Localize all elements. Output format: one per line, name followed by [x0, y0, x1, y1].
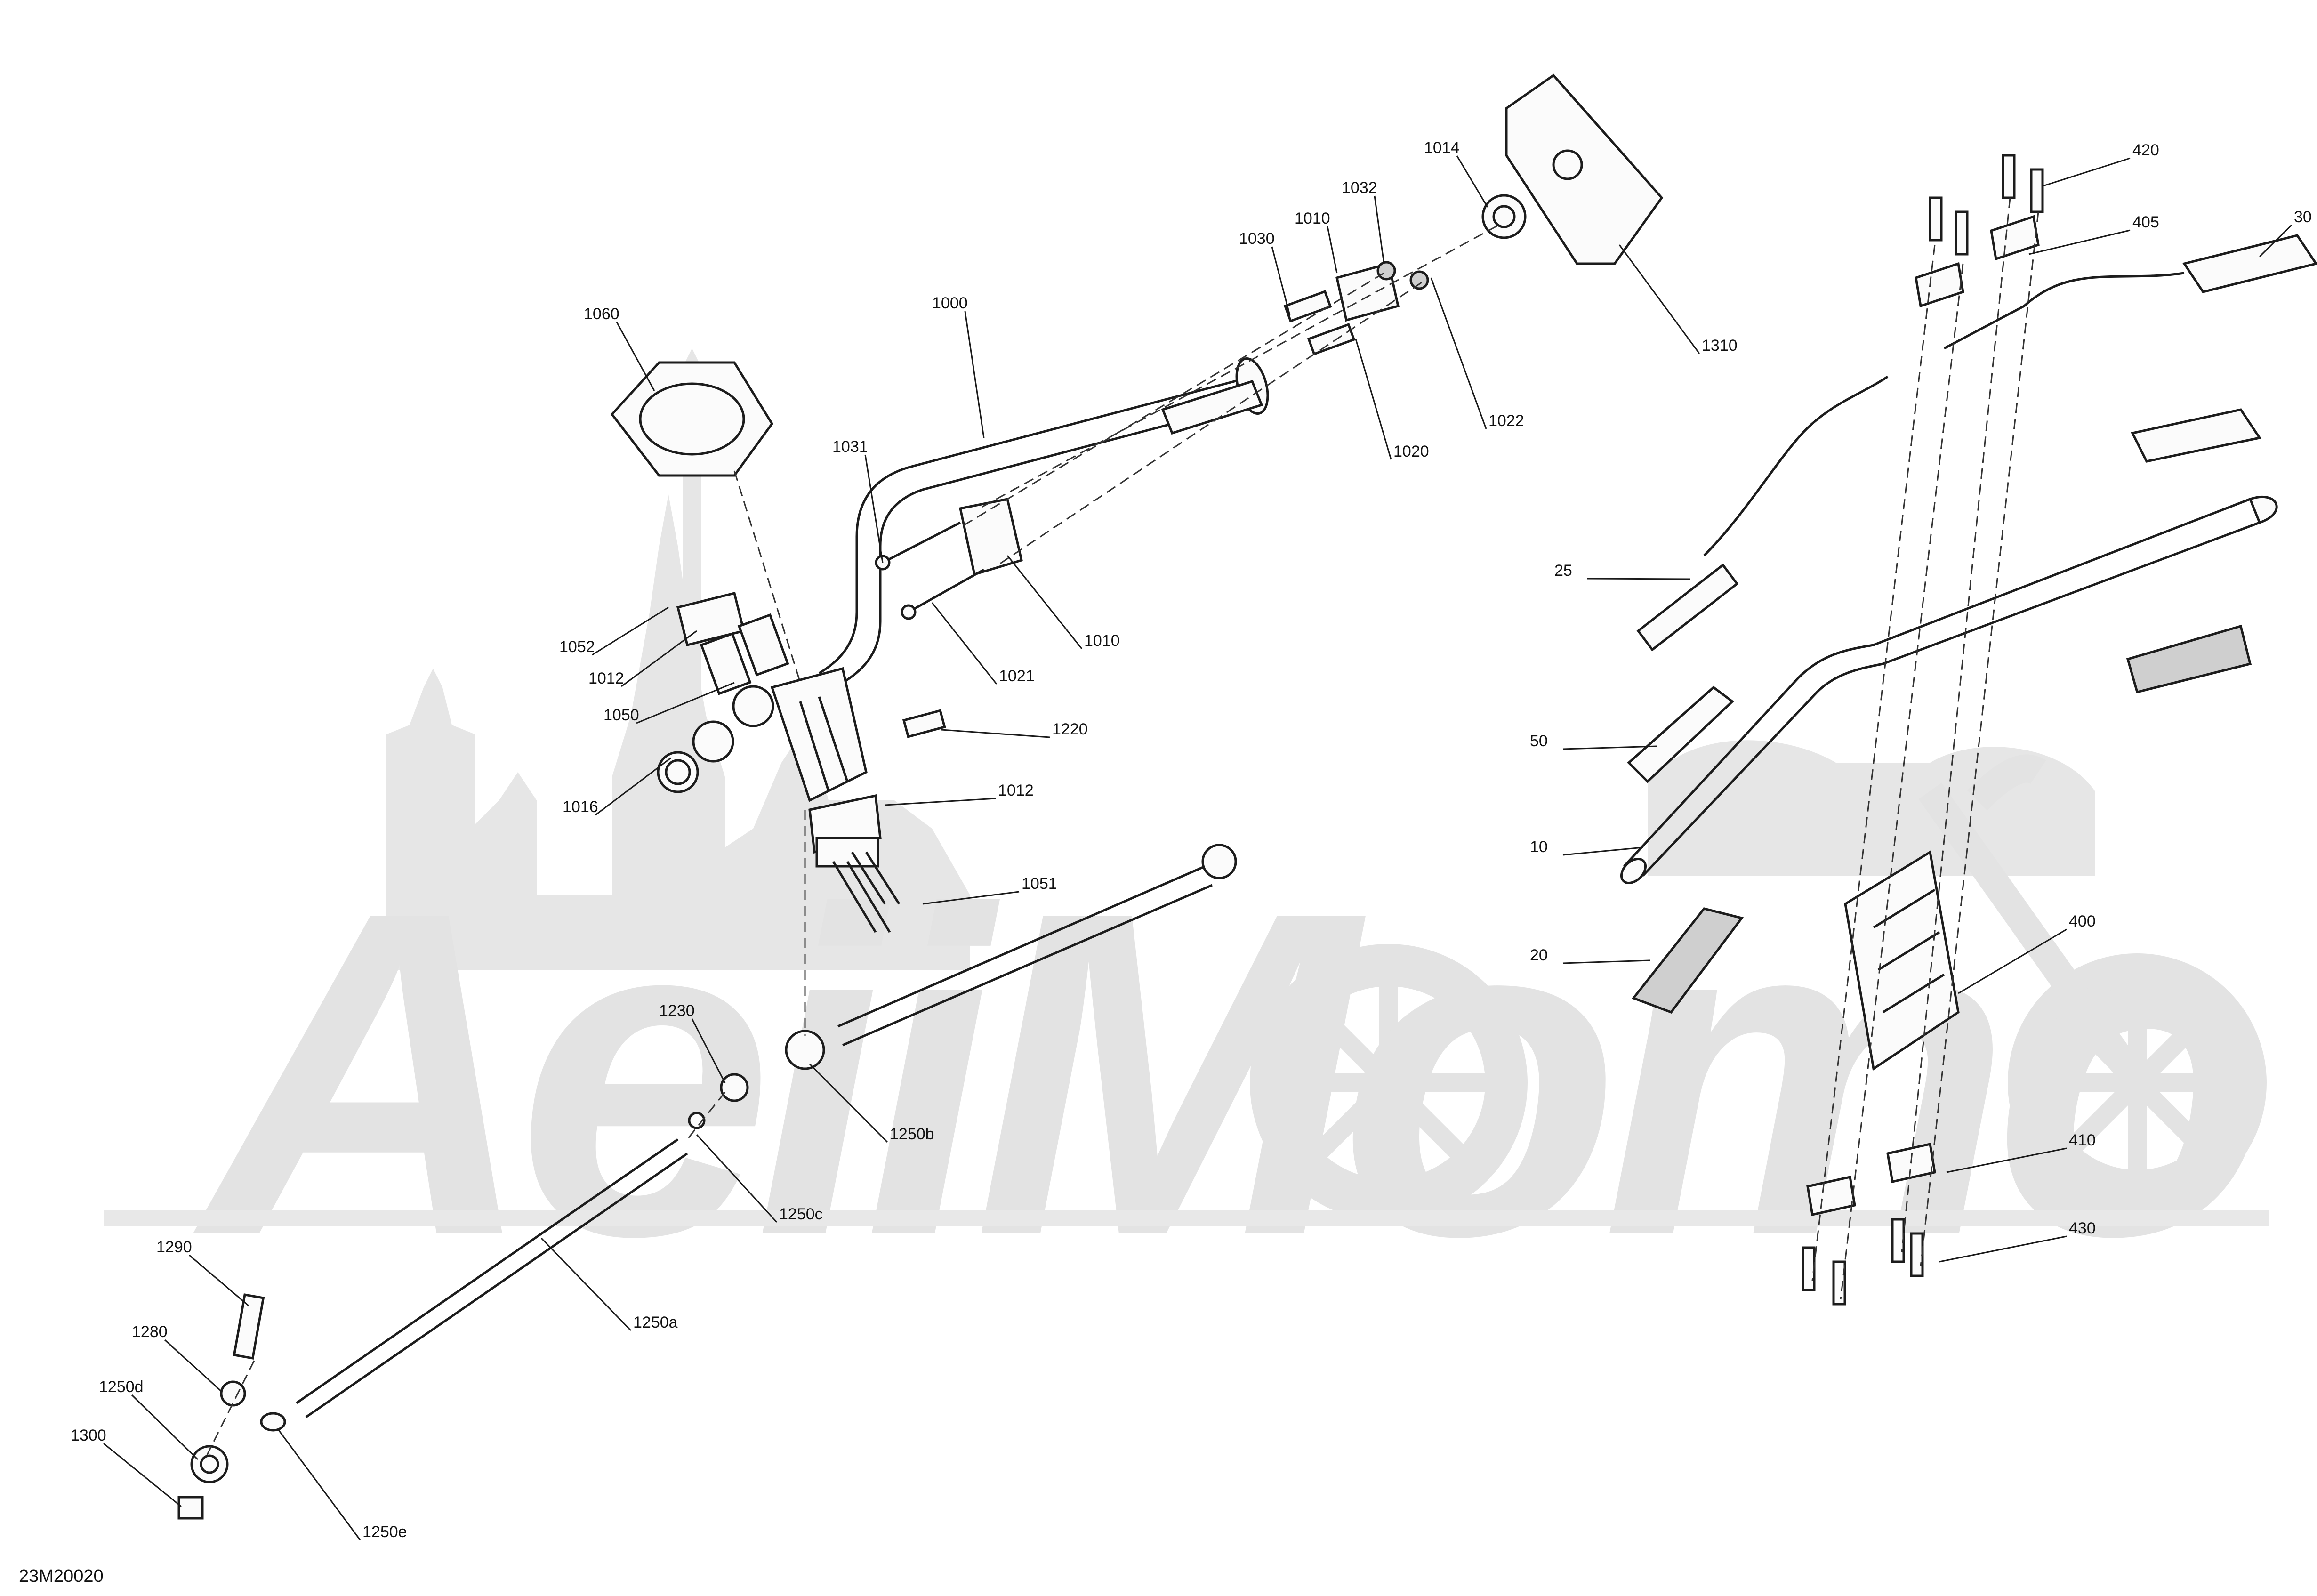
leader-line-l50 [1562, 745, 1657, 750]
part-label-l430: 430 [2069, 1219, 2096, 1237]
part-label-l1022: 1022 [1488, 412, 1524, 430]
part-label-l400: 400 [2069, 912, 2096, 930]
leader-line-l1012a [621, 630, 697, 687]
part-label-l50: 50 [1530, 732, 1548, 750]
leader-line-l1010b [1006, 555, 1083, 649]
leader-line-l1021 [931, 602, 998, 685]
part-label-l1250b: 1250b [890, 1125, 934, 1143]
leader-line-l1052 [592, 606, 669, 656]
leader-line-l30 [2259, 224, 2293, 258]
part-label-l1020: 1020 [1393, 443, 1429, 460]
part-label-l1012a: 1012 [588, 669, 624, 687]
leader-line-l1032 [1374, 195, 1385, 264]
leader-line-l1014 [1456, 155, 1488, 208]
leader-line-l1016 [595, 757, 671, 816]
part-label-l1014: 1014 [1424, 139, 1460, 157]
part-label-l1010b: 1010 [1084, 632, 1120, 650]
part-label-l1052: 1052 [559, 638, 595, 656]
leader-line-l20 [1562, 959, 1650, 964]
leader-line-l1012b [885, 798, 996, 806]
part-label-l1220: 1220 [1052, 720, 1088, 738]
leader-line-l1250d [131, 1394, 199, 1460]
part-label-l1030: 1030 [1239, 230, 1275, 248]
handlebar-grip-assembly [1620, 154, 2317, 1306]
leader-line-l1230 [691, 1018, 726, 1083]
leader-line-l1050 [636, 682, 735, 724]
leader-line-l1030 [1271, 246, 1291, 316]
part-label-l1310: 1310 [1702, 337, 1738, 355]
leader-line-l1060 [616, 322, 655, 391]
part-label-l1250e: 1250e [362, 1523, 407, 1541]
leader-line-l1022 [1430, 277, 1487, 429]
leader-line-l1250e [277, 1428, 361, 1540]
part-label-l1010a: 1010 [1295, 210, 1330, 227]
part-label-l410: 410 [2069, 1131, 2096, 1149]
leader-line-l1250b [809, 1063, 888, 1143]
part-label-l1250a: 1250a [633, 1314, 678, 1331]
leader-line-l1250c [696, 1134, 778, 1223]
part-label-l1016: 1016 [563, 798, 598, 816]
part-label-l405: 405 [2132, 213, 2159, 231]
part-label-l1051: 1051 [1022, 875, 1057, 893]
part-label-l1021: 1021 [999, 667, 1035, 685]
part-label-l1250c: 1250c [779, 1205, 823, 1223]
leader-line-l1290 [189, 1254, 250, 1307]
leader-line-l1280 [164, 1339, 222, 1392]
leader-line-l1250a [540, 1237, 632, 1331]
leader-line-l405 [2028, 229, 2131, 255]
part-label-l1290: 1290 [156, 1238, 192, 1256]
part-label-l1000: 1000 [932, 294, 968, 312]
part-label-l25: 25 [1554, 562, 1572, 580]
leader-line-l410 [1946, 1147, 2067, 1173]
part-label-l10: 10 [1530, 838, 1548, 856]
leader-line-l1051 [922, 891, 1020, 905]
leader-line-l1031 [864, 454, 884, 563]
part-label-l30: 30 [2294, 208, 2312, 226]
watermark-text: AeiiMomo [188, 816, 2267, 1331]
part-label-l20: 20 [1530, 946, 1548, 964]
part-label-l1031: 1031 [832, 438, 868, 456]
leader-line-l420 [2043, 157, 2131, 187]
leader-line-l430 [1939, 1235, 2067, 1263]
part-label-l1050: 1050 [603, 706, 639, 724]
part-label-l1060: 1060 [584, 305, 619, 323]
part-labels: 1000106010141032101010301310102210201031… [71, 139, 2312, 1541]
leader-line-l400 [1958, 928, 2067, 994]
leader-lines [103, 155, 2293, 1540]
part-label-l420: 420 [2132, 141, 2159, 159]
part-label-l1250d: 1250d [99, 1378, 144, 1396]
leader-line-l1010a [1327, 226, 1338, 274]
part-label-l1300: 1300 [71, 1427, 106, 1444]
steering-assembly [177, 73, 1664, 1520]
part-label-l1032: 1032 [1342, 179, 1377, 197]
part-label-l1280: 1280 [132, 1323, 168, 1341]
leader-line-l1310 [1618, 244, 1700, 354]
leader-line-l1020 [1355, 339, 1392, 460]
drawing-code: 23M20020 [19, 1566, 104, 1586]
part-label-l1230: 1230 [659, 1002, 695, 1020]
leader-line-l1220 [941, 729, 1050, 738]
leader-line-l10 [1562, 846, 1643, 856]
leader-line-l1000 [964, 311, 985, 438]
leader-line-l1300 [103, 1443, 182, 1507]
part-label-l1012b: 1012 [998, 782, 1034, 799]
